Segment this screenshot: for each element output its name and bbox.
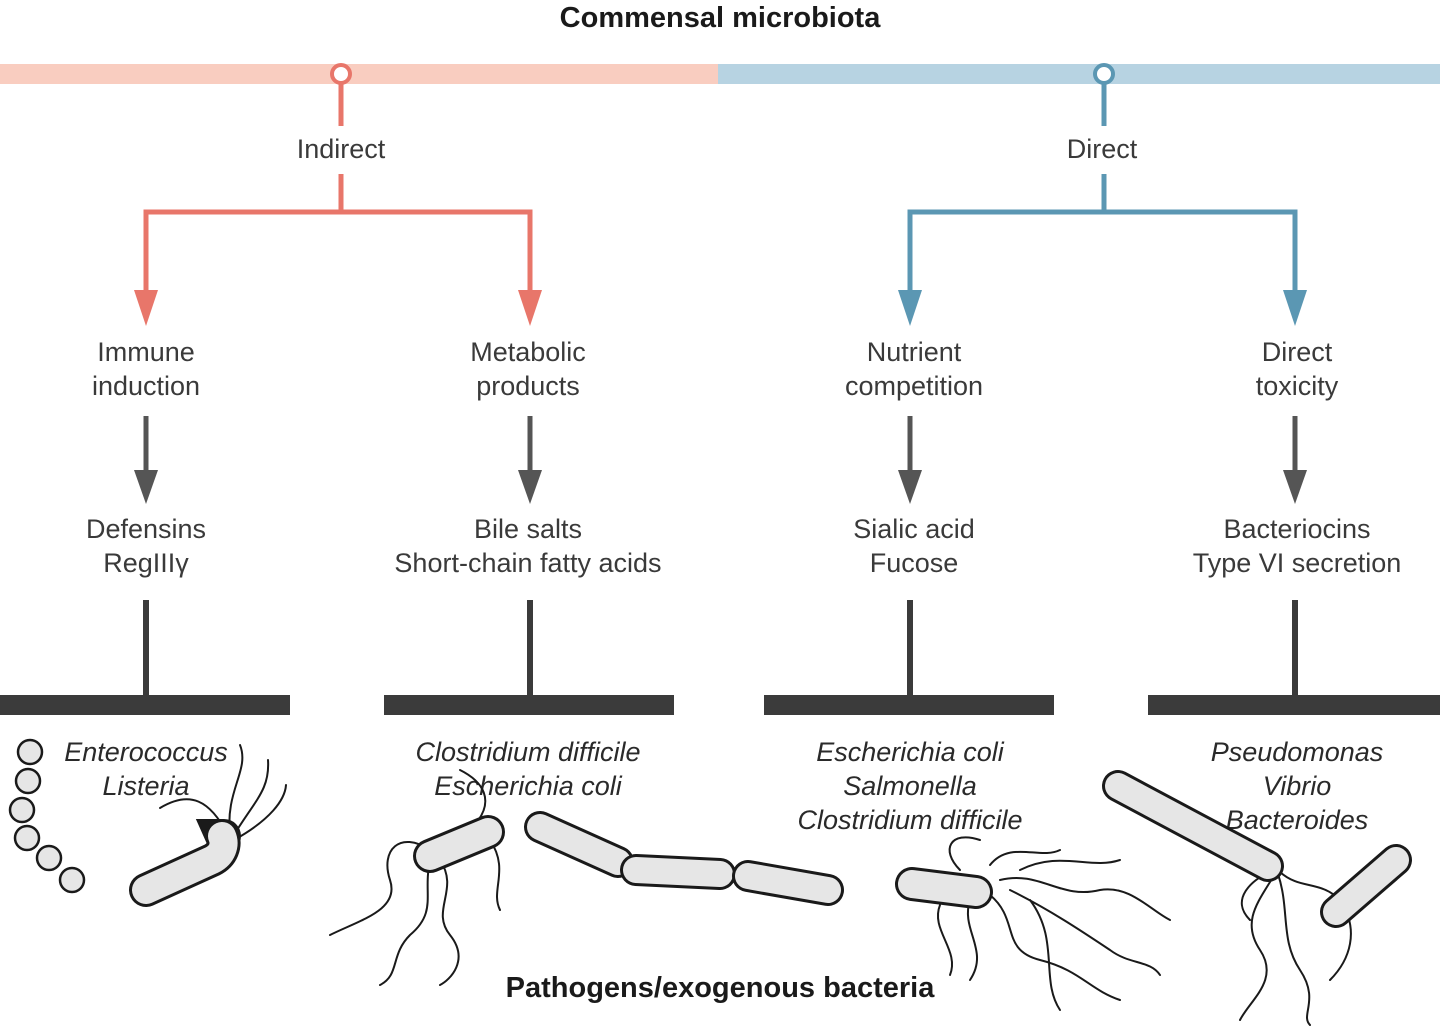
arrow-down-icon <box>518 290 542 326</box>
arrow-down-icon <box>1283 290 1307 326</box>
clostridium-bacterium-icon <box>329 769 505 986</box>
pathogen-label: Vibrio <box>1263 771 1332 801</box>
diagram-title: Commensal microbiota <box>560 2 882 34</box>
effector-label: Type VI secretion <box>1193 548 1402 578</box>
indirect-node-icon <box>330 63 352 85</box>
effector-label: Fucose <box>870 548 959 578</box>
direct-branch: Direct <box>898 63 1307 326</box>
arrow-down-icon <box>134 470 158 504</box>
pathogen-label: Listeria <box>102 771 189 801</box>
mechanism-label-line: Metabolic <box>470 337 586 367</box>
indirect-band <box>0 64 718 84</box>
arrow-down-icon <box>518 470 542 504</box>
effector-label: Sialic acid <box>853 514 975 544</box>
arrow-down-icon <box>898 290 922 326</box>
pathogen-label: Bacteroides <box>1226 805 1369 835</box>
mechanism-metabolic-products: Metabolic products Bile salts Short-chai… <box>384 337 674 801</box>
bottom-title: Pathogens/exogenous bacteria <box>506 972 936 1004</box>
pathogen-label: Clostridium difficile <box>797 805 1022 835</box>
pathogen-label: Salmonella <box>843 771 977 801</box>
arrow-down-icon <box>898 470 922 504</box>
pathogen-label: Escherichia coli <box>434 771 623 801</box>
arrow-down-icon <box>134 290 158 326</box>
bacteroides-bacterium-icon <box>1320 844 1412 928</box>
mechanism-label-line: competition <box>845 371 983 401</box>
pathogen-label: Enterococcus <box>64 737 228 767</box>
pseudomonas-bacterium-icon <box>1102 770 1352 1026</box>
inhibition-bar <box>764 695 1054 715</box>
mechanism-label-line: Immune <box>97 337 195 367</box>
effector-label: Bacteriocins <box>1223 514 1370 544</box>
mechanism-direct-toxicity: Direct toxicity Bacteriocins Type VI sec… <box>1148 337 1440 835</box>
mechanism-nutrient-competition: Nutrient competition Sialic acid Fucose … <box>764 337 1054 835</box>
effector-label: Short-chain fatty acids <box>394 548 661 578</box>
mechanism-label-line: products <box>476 371 580 401</box>
direct-band <box>718 64 1440 84</box>
mechanism-immune-induction: Immune induction Defensins RegIIIγ Enter… <box>0 337 290 801</box>
effector-label: Bile salts <box>474 514 582 544</box>
inhibition-bar <box>0 695 290 715</box>
inhibition-bar <box>1148 695 1440 715</box>
ecoli-chain-icon <box>524 811 844 906</box>
inhibition-bar <box>384 695 674 715</box>
effector-label: RegIIIγ <box>103 548 189 578</box>
mechanism-label-line: toxicity <box>1256 371 1339 401</box>
enterococcus-chain-icon <box>8 738 86 894</box>
mechanism-label-line: induction <box>92 371 200 401</box>
salmonella-bacterium-icon <box>895 836 1171 1011</box>
effector-label: Defensins <box>86 514 206 544</box>
indirect-branch: Indirect <box>134 63 542 326</box>
mechanism-label-line: Direct <box>1262 337 1333 367</box>
listeria-bacterium-icon <box>129 744 287 907</box>
branch-label-direct: Direct <box>1067 134 1138 164</box>
branch-label-indirect: Indirect <box>297 134 386 164</box>
pathogen-label: Clostridium difficile <box>415 737 640 767</box>
mechanism-label-line: Nutrient <box>867 337 962 367</box>
direct-node-icon <box>1093 63 1115 85</box>
pathogen-label: Escherichia coli <box>816 737 1005 767</box>
pathogen-label: Pseudomonas <box>1211 737 1384 767</box>
arrow-down-icon <box>1283 470 1307 504</box>
